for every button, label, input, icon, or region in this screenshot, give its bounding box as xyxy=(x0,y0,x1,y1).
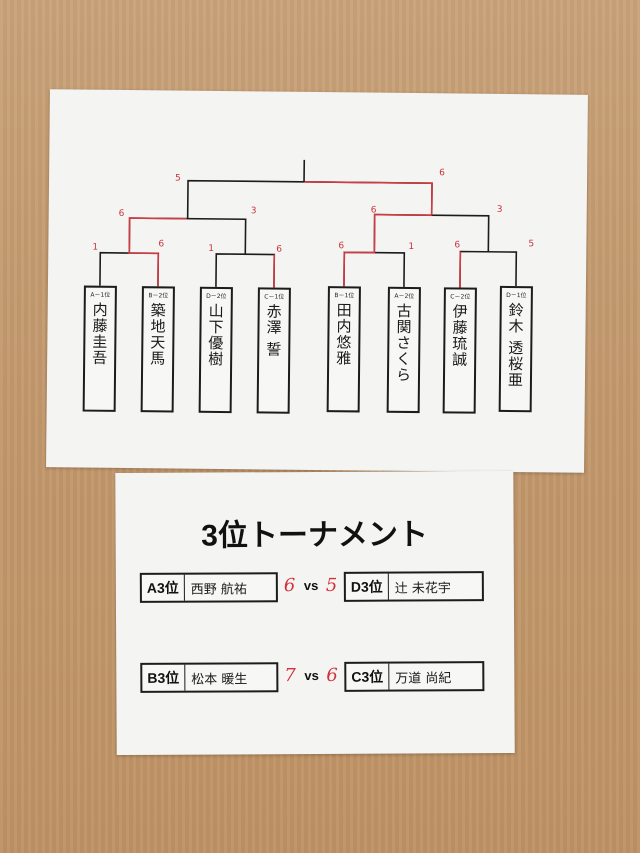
player-name: 古関さくら xyxy=(393,302,413,383)
player-name: 築地天馬 xyxy=(148,302,167,367)
player-card-d1: D－1位 鈴木 透桜亜 xyxy=(498,285,533,413)
third-place-title: 3位トーナメント xyxy=(201,518,429,553)
player-name: 内藤圭吾 xyxy=(90,301,109,366)
player-name: 松本 暖生 xyxy=(191,671,248,688)
score-r1-m3-right: 1 xyxy=(408,242,414,252)
player-name: 鈴木 透桜亜 xyxy=(505,301,525,388)
match-1-vs-label: vs xyxy=(303,577,319,594)
score-r1-m4-right: 5 xyxy=(528,239,534,249)
player-name: 赤澤 誓 xyxy=(264,303,283,358)
match-1-right-player: D3位 辻 未花宇 xyxy=(343,571,484,602)
match-2-vs-label: vs xyxy=(304,667,319,684)
player-card-b1: B－1位 田内悠雅 xyxy=(326,286,361,413)
score-r1-m3-left: 6 xyxy=(338,241,344,251)
third-place-match-2: B3位 松本 暖生 7 vs 6 C3位 万道 尚紀 xyxy=(140,661,490,697)
player-name: 辻 未花宇 xyxy=(394,580,451,597)
player-name: 西野 航祐 xyxy=(190,581,247,598)
score-r1-m1-left: 1 xyxy=(92,243,98,253)
player-name: 伊藤琉誠 xyxy=(450,303,469,368)
player-name: 山下優樹 xyxy=(206,302,225,368)
player-name: 田内悠雅 xyxy=(334,302,353,367)
player-rank-label: B3位 xyxy=(142,664,186,691)
player-rank-label: C3位 xyxy=(346,663,390,690)
score-r1-m1-right: 6 xyxy=(158,239,164,249)
match-2-right-score: 6 xyxy=(326,664,338,686)
bracket-lines: 1 6 1 6 6 1 6 5 6 3 6 3 5 6 xyxy=(92,159,534,291)
player-card-a1: A－1位 内藤圭吾 xyxy=(82,285,117,412)
score-sf2-right: 3 xyxy=(497,205,503,215)
bracket-line-r1-m3 xyxy=(343,251,406,289)
match-2-left-player: B3位 松本 暖生 xyxy=(140,662,279,693)
player-card-c2: C－2位 伊藤琉誠 xyxy=(442,287,477,414)
player-card-d2: D－2位 山下優樹 xyxy=(198,286,233,414)
match-1-left-score: 6 xyxy=(283,575,296,597)
match-1-right-score: 5 xyxy=(325,574,338,596)
player-card-a2: A－2位 古関さくら xyxy=(386,286,421,414)
player-card-c1: C－1位 赤澤 誓 xyxy=(256,287,291,414)
score-sf1-left: 6 xyxy=(119,209,125,219)
bracket-line-sf1 xyxy=(128,217,247,255)
match-1-left-player: A3位 西野 航祐 xyxy=(139,572,278,603)
score-final-left: 5 xyxy=(175,174,181,184)
player-seed: D－2位 xyxy=(206,292,227,301)
score-final-right: 6 xyxy=(439,168,445,178)
bracket-paper-sheet: 1 6 1 6 6 1 6 5 6 3 6 3 5 6 A－1位 内藤圭吾 B－… xyxy=(46,89,588,473)
third-place-paper-sheet: 3位トーナメント A3位 西野 航祐 6 vs 5 D3位 辻 未花宇 B3位 … xyxy=(115,470,515,756)
match-2-right-player: C3位 万道 尚紀 xyxy=(344,661,485,692)
bracket-line-sf2-win xyxy=(344,213,432,254)
score-r1-m2-right: 6 xyxy=(276,245,282,255)
player-rank-label: A3位 xyxy=(141,574,185,601)
player-seed: A－1位 xyxy=(90,291,111,299)
player-name: 万道 尚紀 xyxy=(395,670,452,687)
player-seed: C－1位 xyxy=(264,293,285,301)
player-seed: C－2位 xyxy=(450,293,471,301)
score-sf1-right: 3 xyxy=(251,206,257,216)
player-card-b2: B－2位 築地天馬 xyxy=(140,286,175,413)
player-seed: A－2位 xyxy=(394,292,415,301)
bracket-line-sf1-win xyxy=(128,217,187,255)
match-2-left-score: 7 xyxy=(284,665,296,687)
player-rank-label: D3位 xyxy=(345,573,389,600)
score-sf2-left: 6 xyxy=(371,206,377,216)
player-seed: B－2位 xyxy=(148,292,169,300)
bracket-line-final-win xyxy=(304,181,433,216)
bracket-line-r1-m4 xyxy=(459,250,518,291)
third-place-match-1: A3位 西野 航祐 6 vs 5 D3位 辻 未花宇 xyxy=(139,571,490,607)
bracket-line-r1-m2 xyxy=(215,253,276,288)
player-seed: D－1位 xyxy=(506,291,527,300)
score-r1-m2-left: 1 xyxy=(208,244,214,254)
bracket-line-r1-m1 xyxy=(99,251,160,287)
bracket-line-sf2 xyxy=(373,213,490,253)
player-seed: B－1位 xyxy=(334,292,355,300)
score-r1-m4-left: 6 xyxy=(454,240,460,250)
